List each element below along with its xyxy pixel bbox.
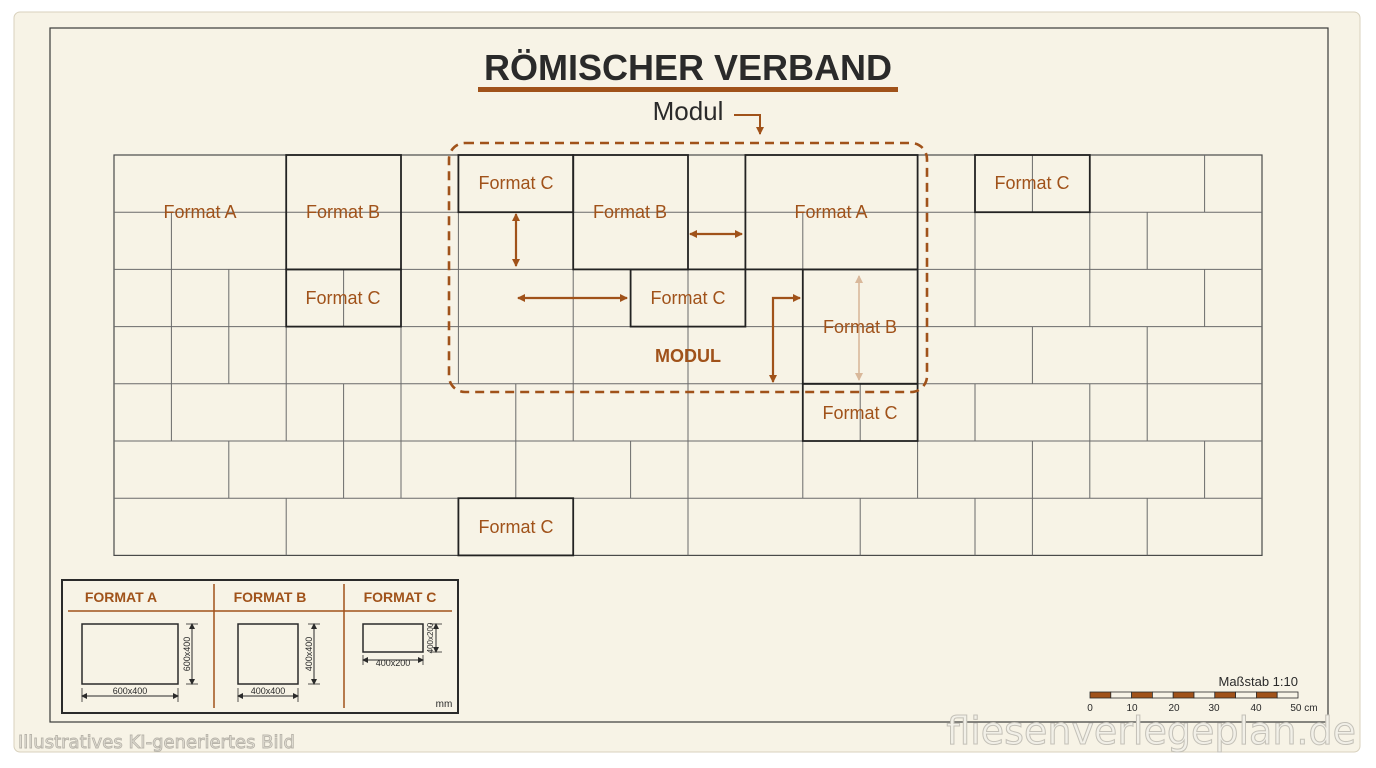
legend-heading-format-b: FORMAT B	[234, 589, 307, 605]
scale-segment	[1131, 691, 1153, 699]
scale-segment	[1172, 691, 1195, 699]
legend-dim-format-c-height: 400x200	[426, 622, 435, 653]
format-legend: FORMAT A FORMAT B FORMAT C 600x400 600x4…	[61, 579, 459, 714]
title-underline	[478, 87, 898, 92]
watermark-right: fliesenverlegeplan.de	[946, 709, 1356, 753]
scale-segment	[1235, 691, 1257, 699]
tile-label-format-c: Format C	[305, 288, 380, 308]
tile-label-format-a: Format A	[163, 202, 236, 222]
scale-segment	[1276, 691, 1299, 699]
page-title: RÖMISCHER VERBAND	[484, 47, 892, 88]
scale-segment	[1110, 691, 1133, 699]
legend-dim-format-b-height: 400x400	[304, 637, 314, 672]
modul-outline	[447, 141, 929, 394]
legend-heading-format-c: FORMAT C	[364, 589, 437, 605]
tile-label-format-b: Format B	[306, 202, 380, 222]
tile-label-format-c: Format C	[478, 517, 553, 537]
modul-callout-arrow	[734, 114, 764, 135]
legend-dim-format-a-height: 600x400	[182, 637, 192, 672]
tile-label-format-a: Format A	[794, 202, 867, 222]
legend-swatch-format-a	[81, 623, 179, 685]
arrow-corner	[769, 294, 801, 383]
tile-label-format-c: Format C	[994, 173, 1069, 193]
scale-bar: Maßstab 1:10 0 10 20 30 40 50 cm	[1087, 674, 1317, 714]
scale-segment	[1193, 691, 1216, 699]
paper-card	[13, 11, 1361, 753]
tile-label-format-b: Format B	[593, 202, 667, 222]
highlighted-tile	[629, 268, 747, 328]
modul-callout-label: Modul	[653, 96, 724, 126]
scale-tick-label: 50 cm	[1290, 703, 1317, 714]
legend-swatch-format-b	[237, 623, 299, 685]
scale-tick-label: 0	[1087, 703, 1093, 714]
scale-segment	[1089, 691, 1112, 699]
scale-segment	[1256, 691, 1278, 699]
legend-swatch-format-c	[362, 623, 424, 653]
inner-border	[49, 27, 1329, 723]
scale-label: Maßstab 1:10	[1219, 674, 1299, 689]
legend-unit: mm	[436, 699, 453, 710]
tile-label-format-c: Format C	[478, 173, 553, 193]
legend-heading-format-a: FORMAT A	[85, 589, 157, 605]
scale-tick-label: 30	[1208, 703, 1220, 714]
tile-label-format-c: Format C	[650, 288, 725, 308]
scale-tick-label: 20	[1168, 703, 1180, 714]
scale-tick-label: 10	[1126, 703, 1138, 714]
scale-segment	[1214, 691, 1237, 699]
highlighted-tile	[801, 382, 919, 442]
highlighted-tile	[974, 154, 1091, 214]
watermark-left: Illustratives KI-generiertes Bild	[18, 732, 295, 753]
highlighted-tile	[457, 497, 575, 557]
legend-dim-format-c-width: 400x200	[376, 658, 411, 668]
legend-dim-format-b-width: 400x400	[251, 686, 286, 696]
highlighted-tile	[285, 268, 402, 328]
tile-label-format-b: Format B	[823, 317, 897, 337]
tile-label-format-c: Format C	[822, 403, 897, 423]
scale-tick-label: 40	[1250, 703, 1262, 714]
tile-pattern	[113, 154, 1263, 557]
scale-segment	[1152, 691, 1174, 699]
legend-dim-format-a-width: 600x400	[113, 686, 148, 696]
modul-label: MODUL	[655, 346, 721, 366]
